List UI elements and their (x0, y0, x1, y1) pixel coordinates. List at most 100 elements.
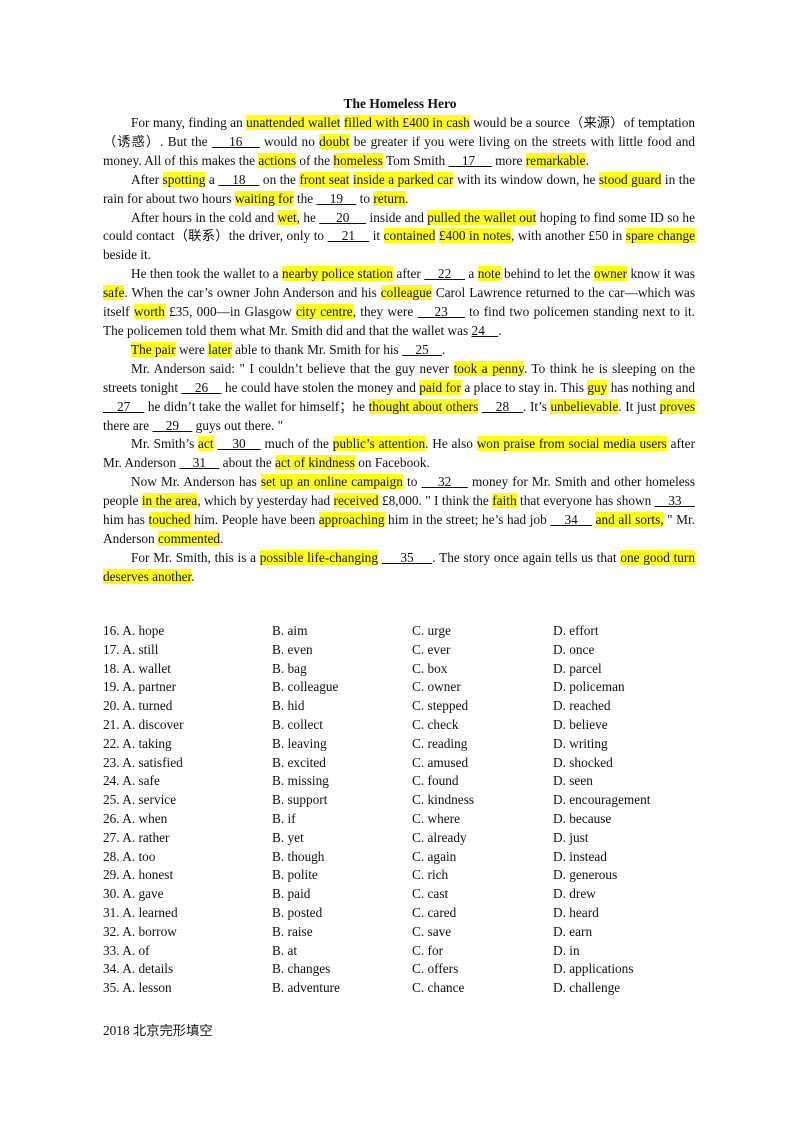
option-choice: C. offers (412, 961, 459, 977)
option-choice: 26. A. when (103, 810, 168, 826)
passage-text: . (191, 568, 195, 584)
option-choice: D. drew (553, 886, 596, 902)
option-choice: 25. A. service (103, 792, 177, 808)
highlighted-phrase: nearby police station (282, 266, 393, 282)
option-choice: B. though (272, 848, 325, 864)
highlighted-phrase: approaching (318, 512, 385, 528)
option-choice: D. instead (553, 848, 607, 864)
passage-text: the (293, 190, 317, 206)
highlighted-phrase: spotting (162, 171, 206, 187)
passage-text: For Mr. Smith, this is a (131, 549, 260, 565)
answer-blank: 27 (103, 398, 145, 414)
answer-blank: 35 (381, 549, 433, 565)
passage-paragraph: The pair were later able to thank Mr. Sm… (103, 341, 695, 360)
highlighted-phrase: colleague (380, 285, 432, 301)
option-choice: D. encouragement (553, 792, 651, 808)
highlighted-phrase: inside a parked car (352, 171, 454, 187)
passage-text: after Mr. Anderson (103, 436, 695, 471)
option-choice: C. kindness (412, 792, 475, 808)
option-choice: 33. A. of (103, 942, 150, 958)
option-choice: C. again (412, 848, 457, 864)
passage-text: Mr. Anderson said: " I couldn’t believe … (131, 360, 454, 376)
passage-paragraph: Mr. Smith’s act 30 much of the public’s … (103, 435, 695, 473)
answer-blank: 22 (424, 266, 465, 282)
passage-text: more (491, 152, 526, 168)
highlighted-phrase: faith (492, 493, 517, 509)
passage-text: has nothing and (607, 379, 695, 395)
option-choice: B. colleague (272, 679, 339, 695)
option-choice: D. reached (553, 698, 611, 714)
option-choice: 35. A. lesson (103, 980, 172, 996)
answer-blank: 26 (181, 379, 222, 395)
passage-paragraph: For many, finding an unattended wallet f… (103, 114, 695, 171)
option-choice: C. already (412, 829, 467, 845)
passage-text: He then took the wallet to a (131, 266, 283, 282)
highlighted-phrase: won praise from social media users (476, 436, 667, 452)
option-choice: C. box (412, 660, 448, 676)
option-choice: B. collect (272, 716, 323, 732)
highlighted-phrase: filled with £400 in cash (343, 115, 470, 130)
highlighted-phrase: doubt (319, 133, 350, 149)
highlighted-phrase: owner (593, 266, 628, 282)
passage-text: him. People have been (190, 512, 319, 528)
highlighted-phrase: The pair (131, 341, 176, 357)
passage-paragraph: Now Mr. Anderson has set up an online ca… (103, 473, 695, 549)
highlighted-phrase: stood guard (598, 171, 662, 187)
highlighted-phrase: thought about others (368, 398, 479, 414)
option-row: 28. A. too B. though C. again D. instead (103, 848, 703, 867)
option-choice: C. found (412, 773, 459, 789)
option-choice: C. save (412, 923, 452, 939)
option-choice: B. raise (272, 923, 313, 939)
passage-text: After (131, 171, 163, 187)
highlighted-phrase: unbelievable (550, 398, 619, 414)
passage-text: " Mr. Anderson (103, 512, 695, 546)
passage-text: to find two policemen standing next to i… (103, 304, 695, 338)
passage-paragraph: After hours in the cold and wet, he 20 i… (103, 209, 696, 266)
passage-text: to (402, 474, 422, 490)
option-choice: D. seen (553, 773, 593, 789)
highlighted-phrase: remarkable (525, 152, 586, 168)
passage-text: . (220, 530, 224, 546)
passage-text: , they were (352, 304, 418, 320)
passage: For many, finding an unattended wallet f… (103, 114, 696, 587)
option-choice: D. earn (553, 923, 593, 939)
passage-text: For many, finding an (131, 115, 247, 130)
option-choice: C. chance (412, 980, 465, 996)
passage-text: of the (296, 152, 334, 168)
passage-text: . (405, 190, 409, 206)
option-choice: B. polite (272, 867, 318, 883)
highlighted-phrase: safe (103, 285, 125, 301)
answer-blank: 20 (319, 209, 367, 225)
option-choice: D. challenge (553, 980, 621, 996)
answer-blank: 18 (218, 171, 260, 187)
highlighted-phrase: and all sorts, (595, 512, 664, 528)
highlighted-phrase: public’s attention (332, 436, 426, 452)
option-choice: B. bag (272, 660, 307, 676)
option-choice: B. leaving (272, 735, 327, 751)
passage-text: , which by yesterday had (197, 493, 334, 509)
option-choice: 23. A. satisfied (103, 754, 183, 770)
option-choice: B. posted (272, 904, 323, 920)
option-choice: B. changes (272, 961, 331, 977)
passage-text: able to thank Mr. Smith for his (231, 341, 403, 357)
passage-text: , he (296, 209, 320, 225)
passage-text: £8,000. " I think the (378, 493, 493, 509)
passage-text: in the rain for about two hours (103, 171, 695, 206)
answer-blank: 23 (417, 304, 465, 320)
highlighted-phrase: spare change (625, 228, 696, 244)
passage-text: . To think he is sleeping on the streets… (103, 360, 695, 395)
option-choice: 28. A. too (103, 848, 156, 864)
passage-text: . When the car’s owner John Anderson and… (124, 285, 381, 301)
highlighted-phrase: received (333, 493, 379, 509)
option-choice: B. aim (272, 623, 308, 638)
